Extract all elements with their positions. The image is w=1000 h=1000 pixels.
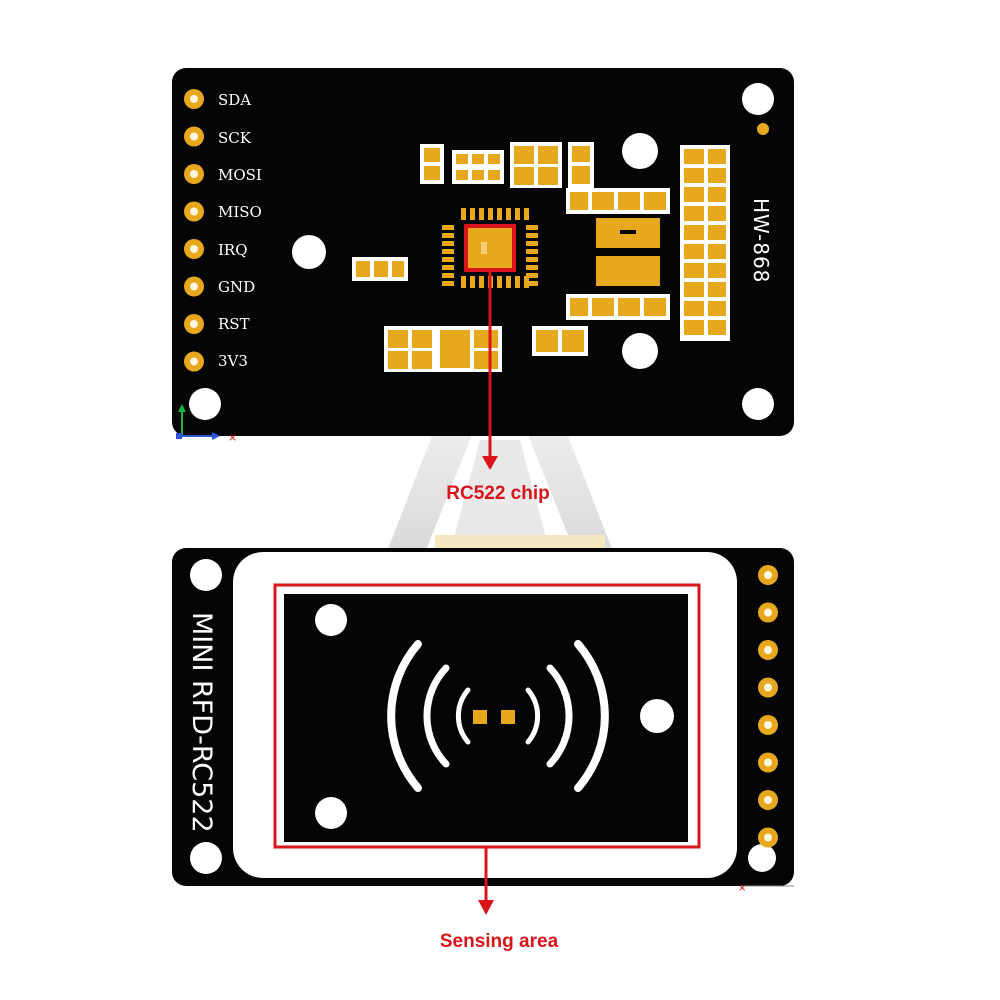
- mount-hole: [640, 699, 674, 733]
- rc522-chip: [442, 206, 540, 290]
- pin-label-mosi: MOSI: [218, 166, 262, 184]
- svg-text:×: ×: [738, 883, 746, 894]
- mount-hole: [190, 842, 222, 874]
- bottom-board: MINI RFD-RC522 ×: [172, 548, 794, 915]
- pin-label-3v3: 3V3: [218, 352, 248, 370]
- model-label: HW-868: [749, 198, 773, 283]
- mount-hole: [190, 559, 222, 591]
- svg-text:×: ×: [228, 431, 237, 444]
- mount-hole: [292, 235, 326, 269]
- mount-hole: [315, 604, 347, 636]
- arrow-down-icon: [482, 270, 498, 470]
- pin-label-sck: SCK: [218, 129, 252, 147]
- pin-label-irq: IRQ: [218, 241, 248, 259]
- axis-triad-icon: ×: [738, 883, 794, 894]
- pin-pads: [184, 89, 204, 372]
- rfid-waves-icon: [387, 640, 609, 792]
- mount-hole: [622, 133, 658, 169]
- mount-hole: [189, 388, 221, 420]
- arrow-down-icon: [478, 847, 494, 915]
- mount-hole: [622, 333, 658, 369]
- axis-triad-icon: ×: [176, 404, 237, 444]
- mount-hole: [748, 844, 776, 872]
- mount-hole: [742, 83, 774, 115]
- chip-callout: RC522 chip: [446, 483, 549, 504]
- sensing-callout: Sensing area: [440, 931, 559, 952]
- pin-label-gnd: GND: [218, 278, 255, 296]
- product-label: MINI RFD-RC522: [186, 612, 217, 833]
- pin-label-miso: MISO: [218, 203, 262, 221]
- smd-components: [352, 142, 730, 372]
- mount-hole: [315, 797, 347, 829]
- pin-label-sda: SDA: [218, 91, 251, 109]
- pin-pads: [758, 565, 778, 848]
- top-board: SDA SCK MOSI MISO IRQ GND RST 3V3 HW-868: [172, 68, 794, 470]
- mount-hole: [742, 388, 774, 420]
- pin-label-rst: RST: [218, 315, 250, 333]
